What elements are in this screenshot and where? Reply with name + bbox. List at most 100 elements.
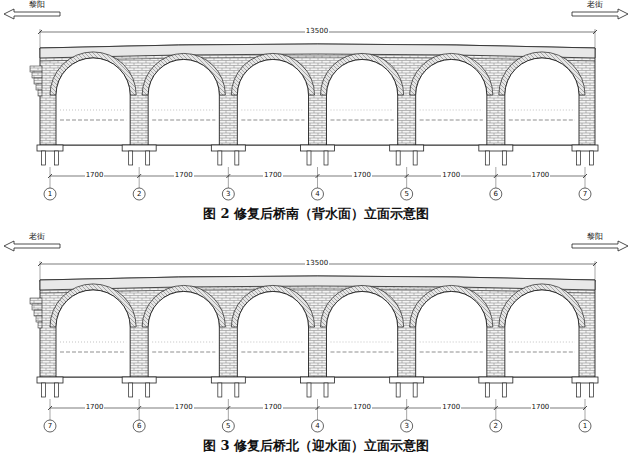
pile bbox=[55, 151, 59, 165]
axis-number: 1 bbox=[48, 191, 52, 198]
pile bbox=[413, 383, 417, 397]
abutment-step bbox=[36, 84, 42, 90]
axis-line bbox=[228, 399, 229, 420]
pile-cap bbox=[211, 377, 245, 383]
pile bbox=[146, 383, 150, 397]
water-line bbox=[331, 352, 394, 353]
extension-line bbox=[40, 29, 41, 50]
pile bbox=[307, 151, 311, 165]
abutment-step bbox=[36, 316, 42, 322]
pile bbox=[42, 383, 46, 397]
arch-masonry bbox=[40, 276, 595, 377]
pile bbox=[324, 151, 328, 165]
level-line bbox=[331, 110, 394, 111]
axis-circle bbox=[579, 420, 591, 432]
pile-cap bbox=[479, 145, 513, 151]
dimension-tick bbox=[48, 406, 52, 410]
axis-circle bbox=[579, 188, 591, 200]
dimension-tick bbox=[494, 174, 498, 178]
direction-arrow bbox=[4, 241, 60, 251]
axis-circle bbox=[312, 188, 324, 200]
pile-cap bbox=[37, 145, 63, 151]
axis-number: 5 bbox=[226, 423, 230, 430]
dimension-text: 1700 bbox=[85, 404, 105, 411]
axis-line bbox=[50, 167, 51, 188]
dimension-text: 1700 bbox=[352, 404, 372, 411]
figure-caption: 图 2 修复后桥南（背水面）立面示意图 bbox=[203, 207, 429, 220]
axis-circle bbox=[490, 420, 502, 432]
abutment-step bbox=[32, 304, 42, 310]
level-line bbox=[60, 110, 126, 111]
direction-arrow bbox=[572, 9, 628, 19]
arch-opening bbox=[505, 58, 579, 145]
axis-number: 2 bbox=[494, 423, 498, 430]
pile bbox=[413, 151, 417, 165]
pile bbox=[590, 383, 594, 397]
dimension-tick bbox=[405, 174, 409, 178]
pile bbox=[55, 383, 59, 397]
extension-line bbox=[595, 261, 596, 282]
dimension-tick bbox=[316, 406, 320, 410]
pile-cap bbox=[211, 145, 245, 151]
axis-number: 6 bbox=[137, 423, 141, 430]
place-name: 黎阳 bbox=[29, 1, 45, 9]
axis-number: 7 bbox=[583, 191, 587, 198]
water-line bbox=[60, 352, 126, 353]
pile-cap bbox=[390, 145, 424, 151]
arch-opening bbox=[56, 58, 130, 145]
axis-number: 1 bbox=[583, 423, 587, 430]
axis-circle bbox=[44, 420, 56, 432]
axis-line bbox=[406, 399, 407, 420]
axis-number: 4 bbox=[315, 191, 319, 198]
figure-caption: 图 3 修复后桥北（迎水面）立面示意图 bbox=[203, 439, 429, 452]
pile-cap bbox=[301, 145, 335, 151]
level-line bbox=[152, 110, 215, 111]
dimension-tick bbox=[583, 406, 587, 410]
water-line bbox=[331, 120, 394, 121]
level-line bbox=[152, 342, 215, 343]
pile bbox=[577, 151, 581, 165]
dimension-tick bbox=[405, 406, 409, 410]
pile-cap bbox=[479, 377, 513, 383]
pile bbox=[590, 151, 594, 165]
axis-circle bbox=[133, 420, 145, 432]
axis-number: 3 bbox=[404, 423, 408, 430]
pile bbox=[502, 383, 506, 397]
pile-cap bbox=[301, 377, 335, 383]
parapet bbox=[40, 44, 595, 58]
axis-line bbox=[495, 167, 496, 188]
axis-circle bbox=[401, 420, 413, 432]
water-line bbox=[509, 352, 575, 353]
pile bbox=[307, 383, 311, 397]
abutment-step bbox=[30, 66, 42, 72]
pile-cap bbox=[572, 377, 598, 383]
axis-line bbox=[317, 399, 318, 420]
pile bbox=[42, 151, 46, 165]
water-line bbox=[241, 352, 304, 353]
pile bbox=[396, 383, 400, 397]
dimension-text: 1700 bbox=[263, 404, 283, 411]
cornice-line bbox=[40, 289, 595, 293]
pile bbox=[485, 383, 489, 397]
abutment-step bbox=[32, 72, 42, 78]
arch-opening bbox=[148, 59, 219, 145]
arch-opening bbox=[56, 290, 130, 377]
south-elevation bbox=[4, 9, 628, 200]
pile bbox=[502, 151, 506, 165]
arch-opening bbox=[416, 291, 487, 377]
pile bbox=[396, 151, 400, 165]
pile-cap bbox=[390, 377, 424, 383]
pile-cap bbox=[572, 145, 598, 151]
pile bbox=[218, 383, 222, 397]
axis-circle bbox=[312, 420, 324, 432]
abutment-step bbox=[38, 322, 42, 328]
water-line bbox=[509, 120, 575, 121]
pile bbox=[324, 383, 328, 397]
place-name: 老街 bbox=[587, 1, 603, 9]
extension-line bbox=[595, 29, 596, 50]
level-line bbox=[420, 110, 483, 111]
abutment-step bbox=[34, 310, 42, 316]
axis-line bbox=[406, 167, 407, 188]
water-line bbox=[420, 352, 483, 353]
